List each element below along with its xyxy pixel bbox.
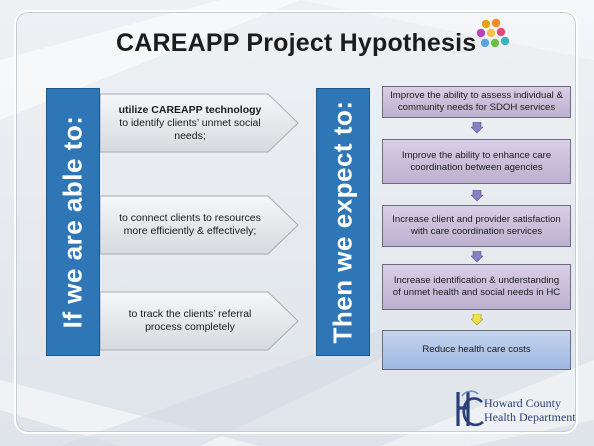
condition-bar: If we are able to: xyxy=(46,88,100,356)
health-department-name: Howard County Health Department xyxy=(484,396,576,424)
down-arrow-icon xyxy=(471,122,483,134)
colored-dots-cluster-icon xyxy=(476,18,510,48)
condition-chevron-2: to connect clients to resources more eff… xyxy=(100,194,300,256)
condition-chevron-3: to track the clients’ referral process c… xyxy=(100,290,300,352)
condition-chevron-1: utilize CAREAPP technology to identify c… xyxy=(100,92,300,154)
outcome-box-2: Improve the ability to enhance care coor… xyxy=(382,139,571,184)
health-department-logo: Howard County Health Department xyxy=(452,388,580,434)
down-arrow-icon xyxy=(471,314,483,326)
down-arrow-icon xyxy=(471,190,483,202)
condition-text-2: to connect clients to resources more eff… xyxy=(119,212,261,237)
logo-line-2: Health Department xyxy=(484,410,576,424)
hc-monogram-icon xyxy=(456,390,484,427)
slide-frame xyxy=(14,10,578,434)
slide-title: CAREAPP Project Hypothesis xyxy=(116,29,477,57)
down-arrow-icon xyxy=(471,251,483,263)
condition-text-3: to track the clients’ referral process c… xyxy=(128,308,252,333)
condition-bar-label: If we are able to: xyxy=(57,115,88,329)
outcome-box-1: Improve the ability to assess individual… xyxy=(382,86,571,118)
outcome-box-4: Increase identification & understanding … xyxy=(382,264,571,310)
condition-text-1: utilize CAREAPP technology to identify c… xyxy=(118,103,262,142)
outcome-bar: Then we expect to: xyxy=(316,88,370,356)
outcome-bar-label: Then we expect to: xyxy=(327,100,358,344)
outcome-box-3: Increase client and provider satisfactio… xyxy=(382,205,571,247)
logo-line-1: Howard County xyxy=(484,396,561,410)
outcome-box-final: Reduce health care costs xyxy=(382,330,571,370)
